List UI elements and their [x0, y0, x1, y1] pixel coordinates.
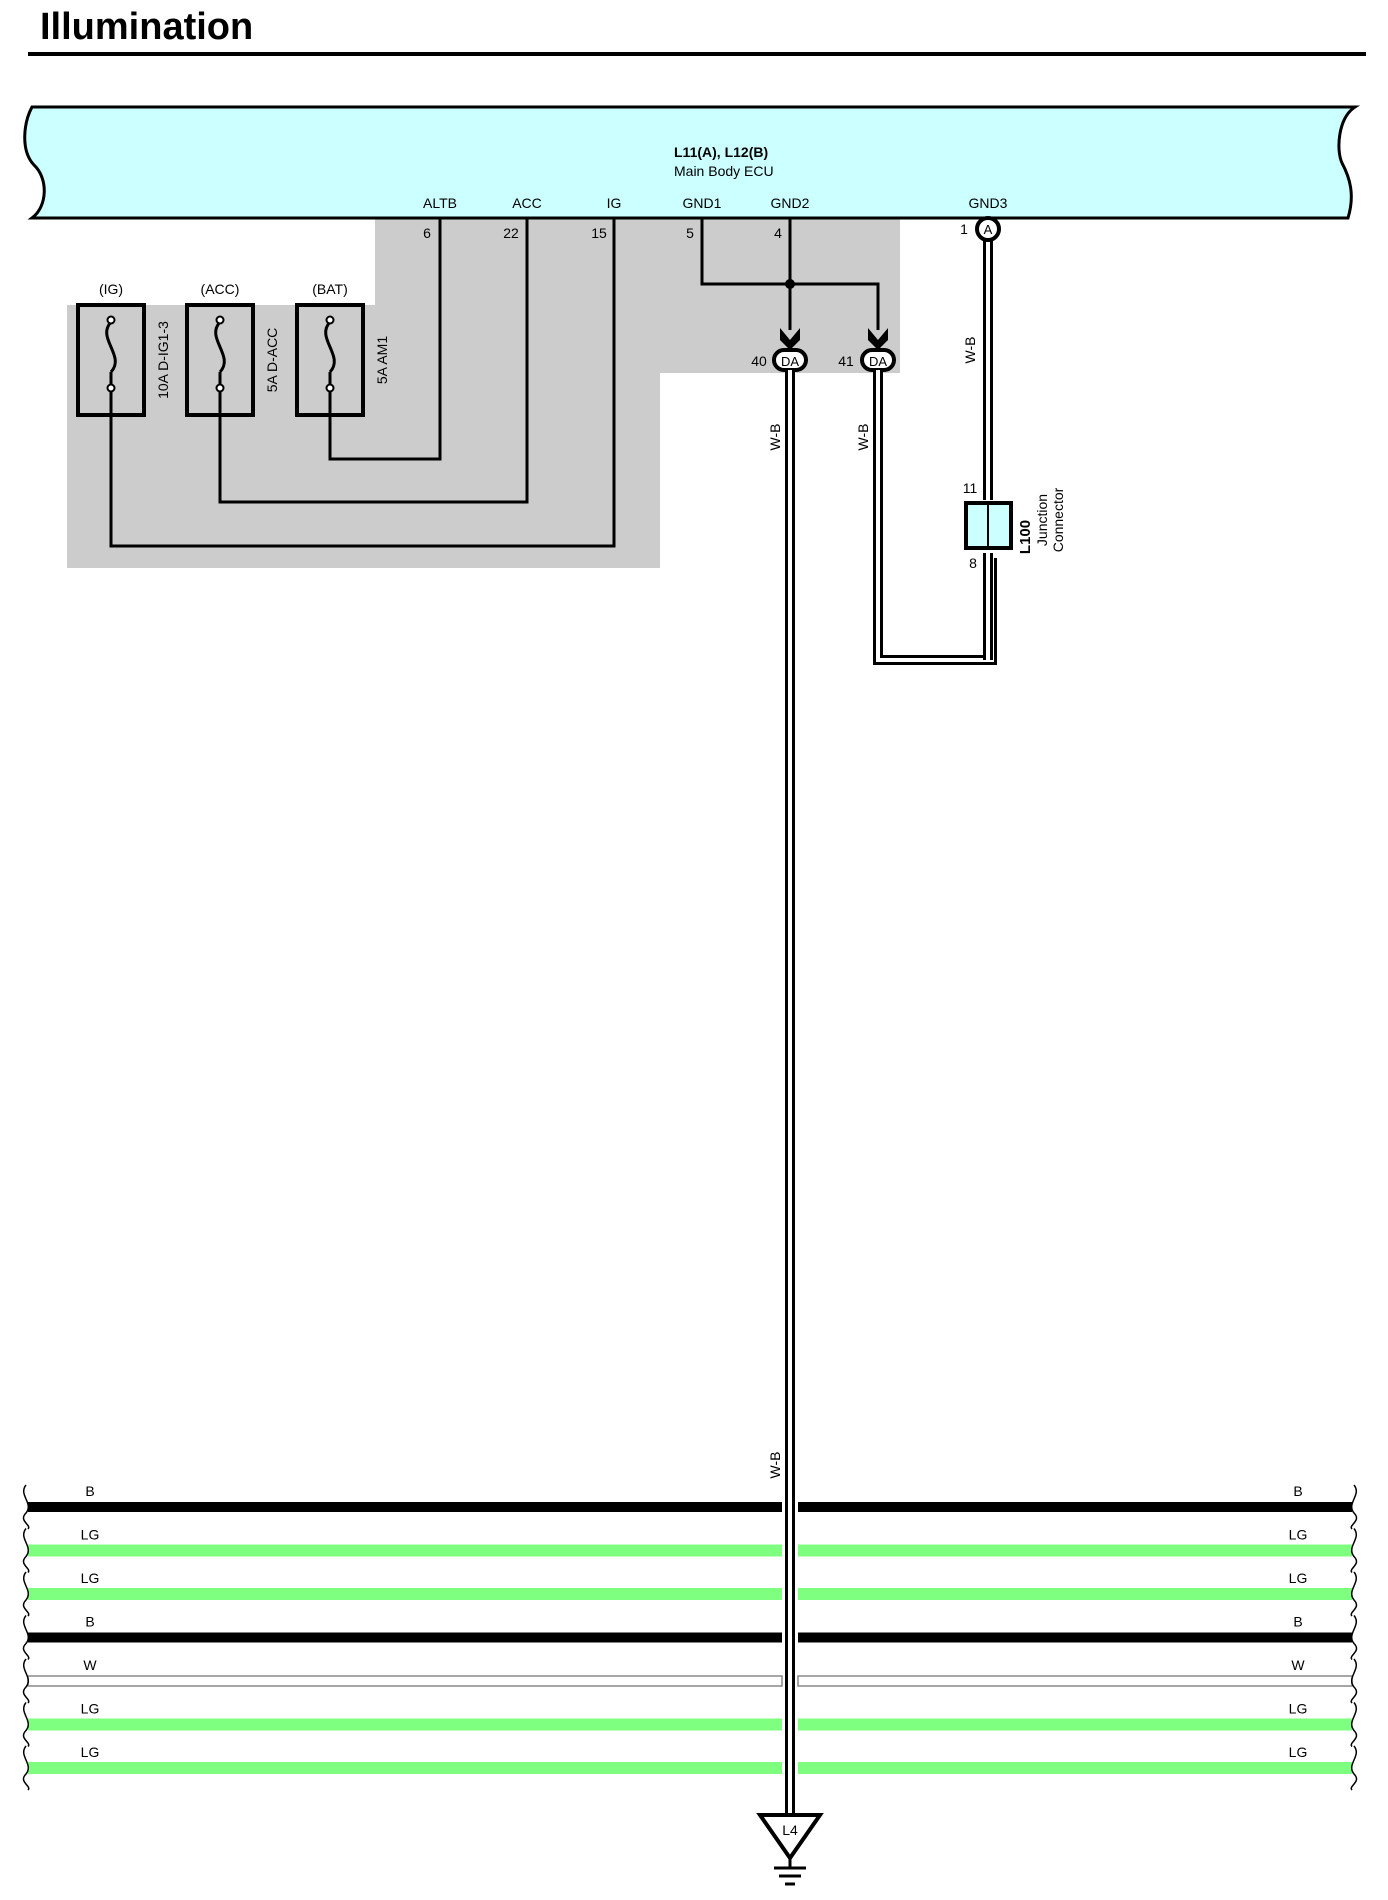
- wb-label-40: W-B: [767, 424, 783, 451]
- da-connector-40-label: DA: [781, 354, 799, 369]
- fuse-supply-acc: (ACC): [201, 281, 240, 297]
- bus-wire-break-right: [1350, 1702, 1358, 1748]
- bus-wire-label-left: W: [83, 1657, 97, 1673]
- ecu-body: [23, 105, 1361, 220]
- bus-wire-break-right: [1350, 1615, 1358, 1661]
- splice-point: [785, 279, 795, 289]
- pin-22: 22: [503, 225, 519, 241]
- shaded-region: [67, 215, 900, 568]
- bus-wire-label-left: B: [85, 1614, 94, 1630]
- junction-pin-top: 11: [963, 480, 978, 496]
- bus-wire-label-right: W: [1291, 1657, 1305, 1673]
- ecu-subtitle: Main Body ECU: [674, 163, 774, 179]
- bus-wire-lg-2: LG LG: [22, 1570, 1358, 1617]
- bus-wire-break-right: [1350, 1484, 1358, 1530]
- fuse-supply-ig: (IG): [99, 281, 123, 297]
- bus-wire-label-left: LG: [81, 1527, 100, 1543]
- wb-label-gnd3: W-B: [962, 337, 978, 364]
- bus-wire-break-left: [22, 1571, 30, 1617]
- bus-wire-label-left: B: [85, 1483, 94, 1499]
- fuse-bat: [295, 303, 365, 417]
- bus-wire-break-right: [1350, 1528, 1358, 1574]
- pin-15: 15: [591, 225, 607, 241]
- fuse-rating-acc: 5A D-ACC: [264, 328, 280, 393]
- terminal-label-gnd2: GND2: [771, 195, 810, 211]
- bus-wire-label-right: LG: [1289, 1527, 1308, 1543]
- fuse-rating-bat: 5A AM1: [374, 336, 390, 384]
- bus-wire-break-left: [22, 1658, 30, 1704]
- bus-wire-label-right: B: [1293, 1614, 1302, 1630]
- bus-wire-label-left: LG: [81, 1701, 100, 1717]
- pin-6: 6: [423, 225, 431, 241]
- bus-wire-break-left: [22, 1745, 30, 1791]
- da-connector-41-pin: 41: [838, 353, 854, 369]
- pin-1: 1: [960, 221, 968, 237]
- ground-icon: [774, 1858, 806, 1886]
- arrow-marker-40: [780, 328, 800, 350]
- ground-label: L4: [782, 1822, 798, 1838]
- bus-wire-break-left: [22, 1615, 30, 1661]
- bus-wire-lg-6: LG LG: [22, 1744, 1358, 1791]
- terminal-label-ig: IG: [607, 195, 622, 211]
- bus-wire-label-right: B: [1293, 1483, 1302, 1499]
- bus-wire-label-left: LG: [81, 1570, 100, 1586]
- wb-label-bottom: W-B: [767, 1452, 783, 1479]
- terminal-label-gnd3: GND3: [969, 195, 1008, 211]
- pin-4: 4: [774, 225, 782, 241]
- bus-wire-break-right: [1350, 1571, 1358, 1617]
- wb-label-41: W-B: [855, 424, 871, 451]
- junction-name-2: Connector: [1050, 487, 1066, 552]
- bus-wire-break-right: [1350, 1745, 1358, 1791]
- fuse-wiring: [109, 218, 616, 548]
- junction-pin-bottom: 8: [969, 555, 977, 571]
- da-connector-40-pin: 40: [751, 353, 767, 369]
- bus-wire-break-right: [1350, 1658, 1358, 1704]
- gnd3-connector: [975, 216, 1001, 242]
- arrow-marker-41: [868, 328, 888, 350]
- ground-triangle: [756, 1813, 824, 1862]
- page-title: Illumination: [40, 6, 254, 48]
- bus-wire-label-right: LG: [1289, 1570, 1308, 1586]
- fuse-supply-bat: (BAT): [312, 281, 348, 297]
- junction-name-1: Junction: [1034, 494, 1050, 546]
- ecu-name: L11(A), L12(B): [674, 144, 768, 160]
- bus-wire-label-right: LG: [1289, 1701, 1308, 1717]
- da-connector-41-label: DA: [869, 354, 887, 369]
- fuse-ig: [76, 303, 146, 417]
- terminal-label-altb: ALTB: [423, 195, 457, 211]
- pin-5: 5: [686, 225, 694, 241]
- gnd3-connector-label: A: [984, 222, 993, 237]
- terminal-label-gnd1: GND1: [683, 195, 722, 211]
- bus-wire-break-left: [22, 1484, 30, 1530]
- bus-wire-break-left: [22, 1528, 30, 1574]
- terminal-label-acc: ACC: [512, 195, 542, 211]
- title-rule: [28, 52, 1366, 56]
- bus-wire-lg-5: LG LG: [22, 1701, 1358, 1748]
- fuse-acc: [185, 303, 255, 417]
- bus-wire-lg-1: LG LG: [22, 1527, 1358, 1574]
- bus-wire-label-right: LG: [1289, 1744, 1308, 1760]
- bus-wire-break-left: [22, 1702, 30, 1748]
- bus-wire-label-left: LG: [81, 1744, 100, 1760]
- fuse-rating-ig: 10A D-IG1-3: [155, 321, 171, 399]
- junction-id: L100: [1017, 520, 1034, 554]
